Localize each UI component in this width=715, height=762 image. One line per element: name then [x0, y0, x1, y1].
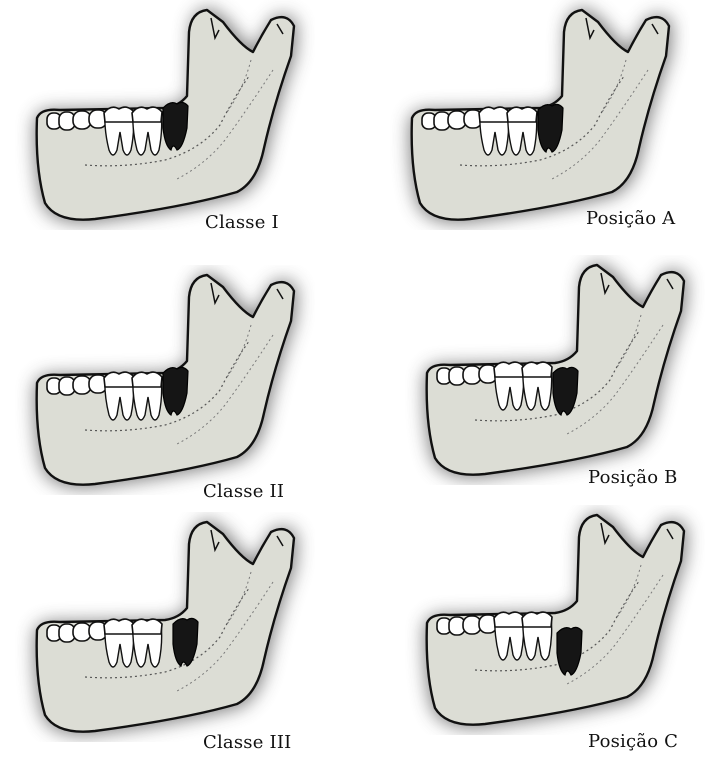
mandible-illustration	[15, 0, 315, 230]
caption: Posição B	[588, 467, 678, 488]
panel-classe-3: Classe III	[15, 512, 355, 762]
panel-posicao-a: Posição A	[390, 0, 715, 250]
mandible-illustration	[390, 0, 690, 230]
panel-posicao-c: Posição C	[405, 505, 715, 755]
mandible-illustration	[15, 265, 315, 495]
caption: Classe III	[203, 732, 291, 753]
caption: Classe II	[203, 481, 284, 502]
caption: Posição C	[588, 731, 678, 752]
panel-classe-2: Classe II	[15, 265, 355, 515]
panel-posicao-b: Posição B	[405, 255, 715, 505]
mandible-illustration	[405, 505, 705, 735]
caption: Posição A	[586, 208, 675, 229]
mandible-illustration	[405, 255, 705, 485]
mandible-illustration	[15, 512, 315, 742]
caption: Classe I	[205, 212, 279, 233]
panel-classe-1: Classe I	[15, 0, 355, 250]
